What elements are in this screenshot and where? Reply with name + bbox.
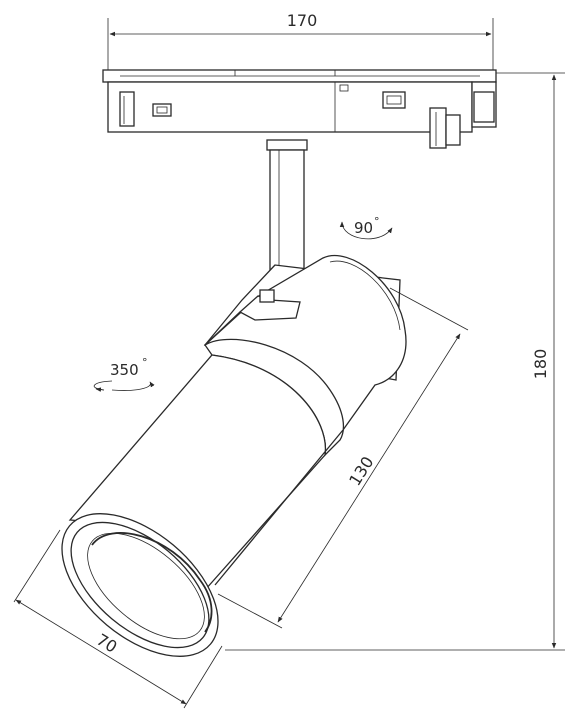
swivel-label: 350 bbox=[110, 361, 139, 379]
tilt-unit: ° bbox=[374, 215, 380, 228]
height-label: 180 bbox=[531, 349, 550, 380]
bracket-joint bbox=[238, 295, 301, 321]
dimension-width: 170 bbox=[107, 11, 494, 70]
diameter-label: 70 bbox=[93, 630, 120, 657]
adapter-body bbox=[107, 81, 473, 133]
tilt-arrow-icon bbox=[339, 221, 393, 240]
dimension-line-length bbox=[277, 333, 461, 623]
rotation-tilt: 90 ° bbox=[339, 215, 393, 240]
track-adapter bbox=[102, 69, 497, 149]
extension-line-length-bottom bbox=[217, 593, 283, 629]
adapter-clip-left bbox=[119, 91, 135, 127]
swivel-unit: ° bbox=[142, 356, 148, 369]
adapter-clip-right bbox=[429, 107, 447, 149]
width-label: 170 bbox=[287, 11, 318, 30]
rotation-swivel: 350 ° bbox=[93, 356, 155, 392]
adapter-slot-right bbox=[382, 91, 406, 109]
dimension-height: 180 bbox=[225, 72, 565, 651]
extension-line-diameter-right bbox=[183, 645, 223, 709]
dimension-line-diameter bbox=[15, 599, 187, 705]
tilt-label: 90 bbox=[354, 219, 373, 237]
extension-line-diameter-left bbox=[13, 529, 61, 603]
length-label: 130 bbox=[345, 453, 377, 489]
swivel-arrow-icon bbox=[111, 381, 155, 391]
extension-line-length-top bbox=[389, 287, 469, 331]
adapter-slot-left bbox=[152, 103, 172, 117]
